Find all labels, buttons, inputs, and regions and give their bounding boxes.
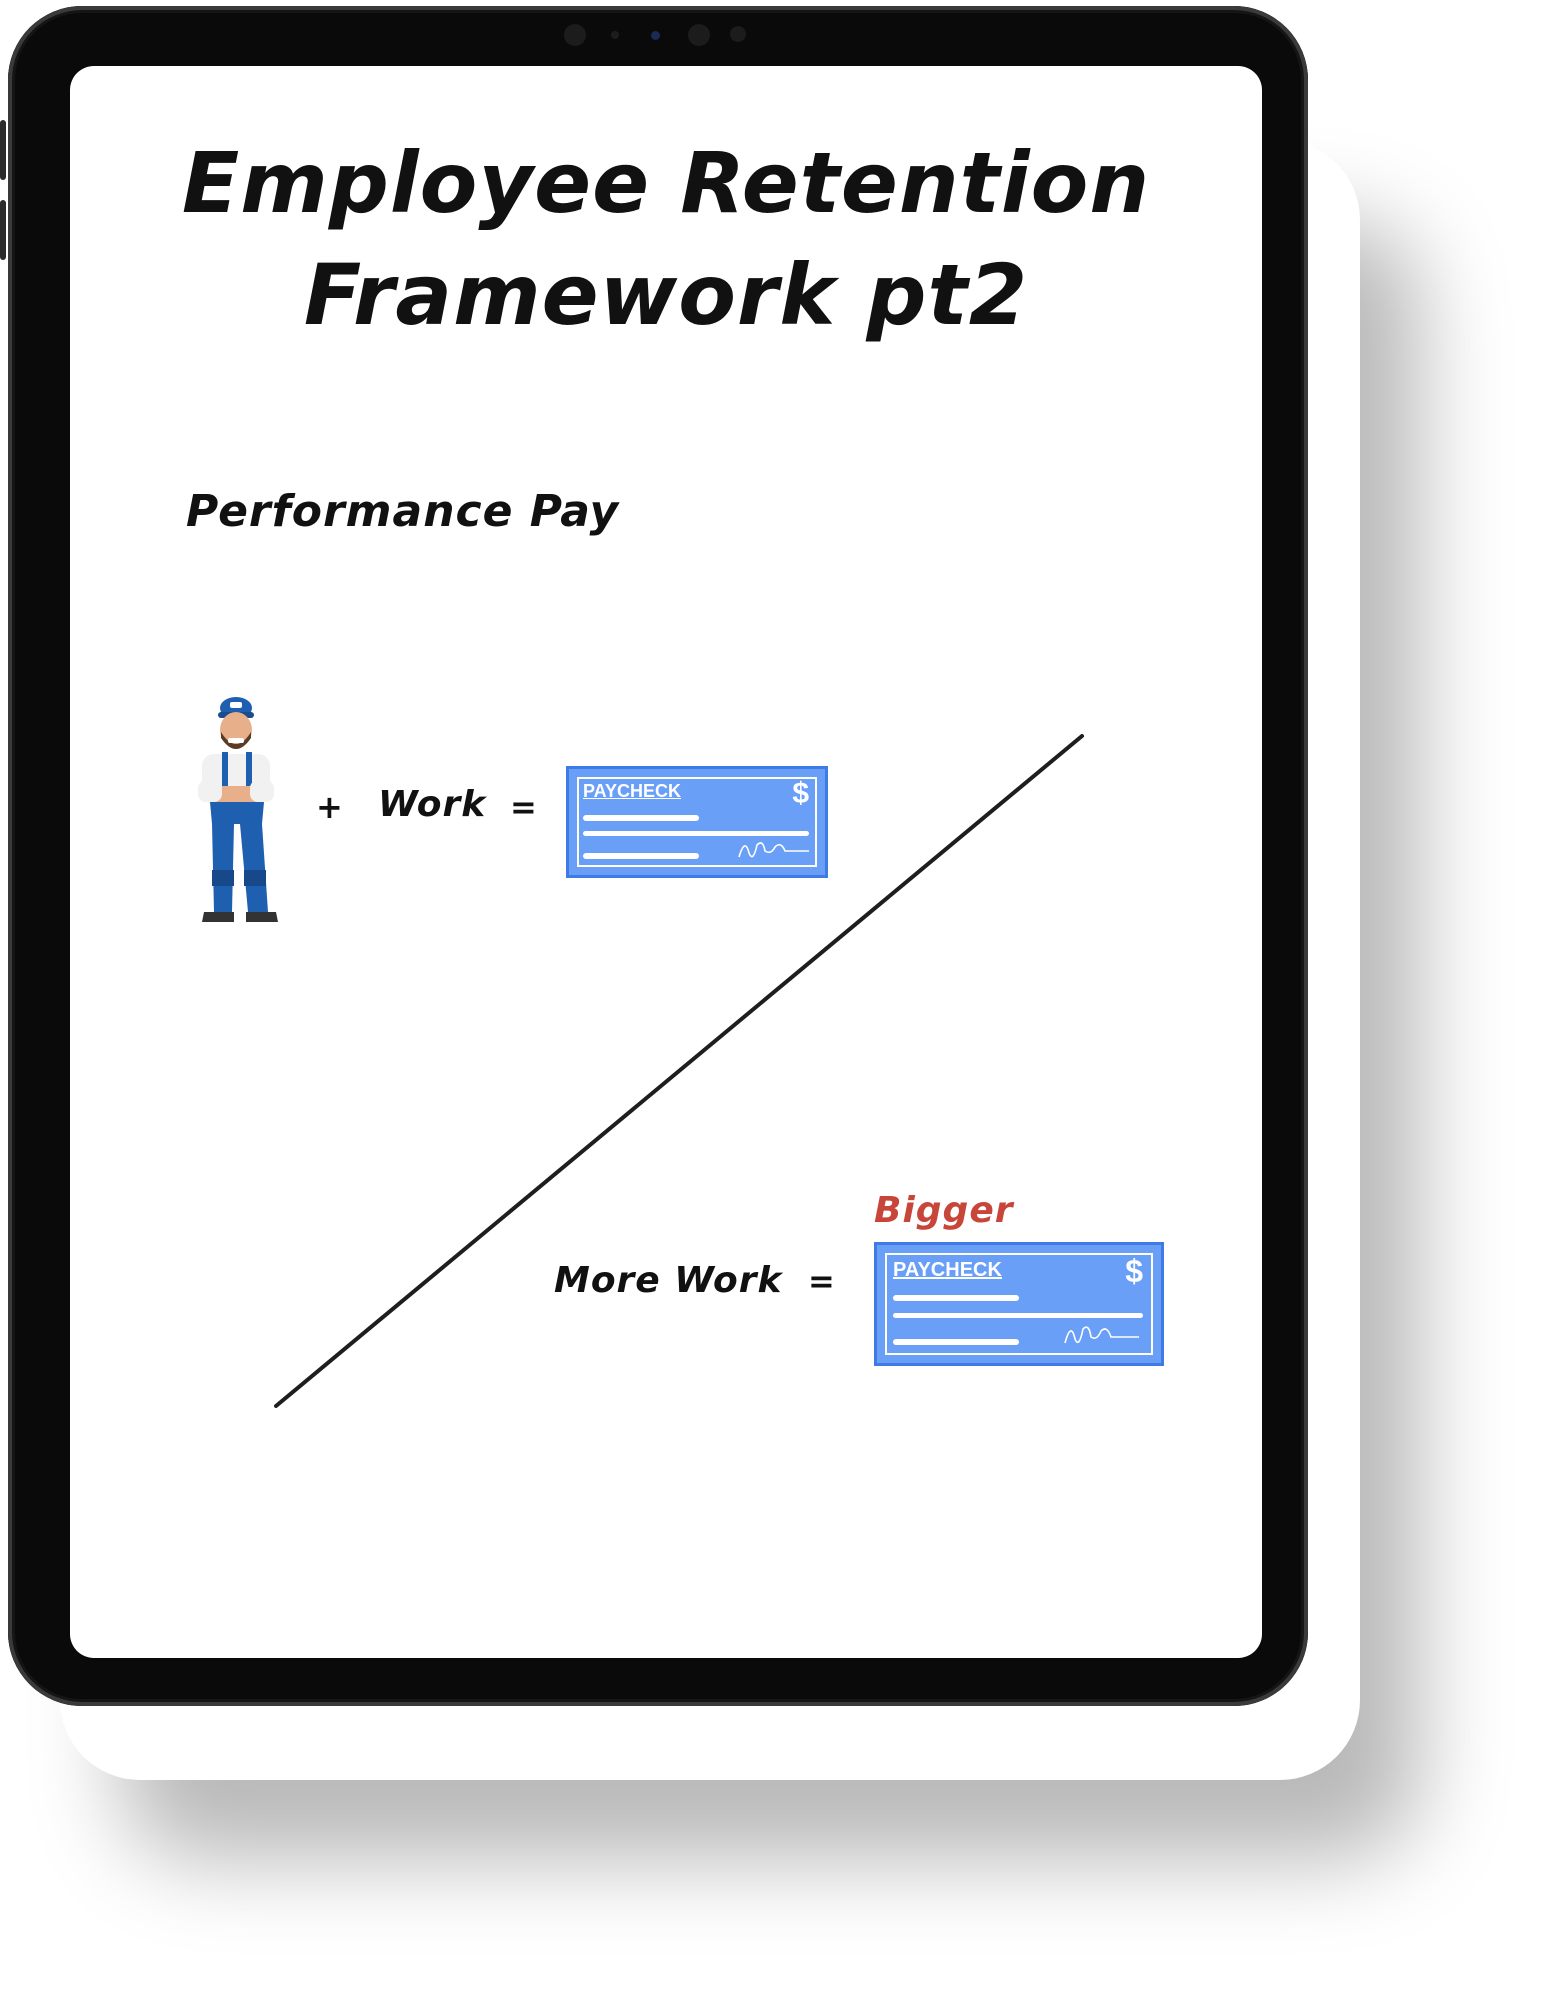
sensor-icon [730, 26, 746, 42]
bigger-label: Bigger [874, 1190, 1014, 1231]
sensor-icon [651, 31, 660, 40]
paycheck-line [893, 1313, 1143, 1318]
paycheck-line [583, 853, 699, 859]
equals-sign-2: = [808, 1262, 836, 1300]
title-line-2: Framework pt2 [303, 246, 1029, 344]
signature-icon [1064, 1326, 1139, 1344]
paycheck-line [893, 1339, 1019, 1345]
equals-sign: = [510, 788, 538, 826]
work-label: Work [378, 784, 487, 825]
paycheck-line [583, 815, 699, 821]
paycheck-border [577, 777, 817, 867]
tablet-screen: Employee Retention Framework pt2 Perform… [70, 66, 1262, 1658]
section-heading: Performance Pay [186, 486, 620, 537]
paycheck-line [893, 1295, 1019, 1301]
camera-icon [564, 24, 586, 46]
paycheck-small: PAYCHECK $ [566, 766, 828, 878]
paycheck-big: PAYCHECK $ [874, 1242, 1164, 1366]
paycheck-label: PAYCHECK [583, 781, 682, 801]
paycheck-border [885, 1253, 1153, 1355]
tablet-side-button [0, 200, 6, 260]
dollar-icon: $ [792, 777, 809, 810]
paycheck-label: PAYCHECK [893, 1259, 1002, 1281]
sensor-icon [611, 31, 619, 39]
tablet-frame: Employee Retention Framework pt2 Perform… [8, 6, 1308, 1706]
more-work-label: More Work [554, 1260, 783, 1301]
growth-line [274, 734, 1084, 1408]
plus-sign: + [316, 788, 344, 826]
worker-icon [198, 697, 278, 922]
camera-icon [688, 24, 710, 46]
tablet-side-button [0, 120, 6, 180]
paycheck-line [583, 831, 809, 836]
signature-icon [738, 842, 809, 858]
title-line-1: Employee Retention [181, 134, 1151, 232]
dollar-icon: $ [1125, 1253, 1143, 1289]
